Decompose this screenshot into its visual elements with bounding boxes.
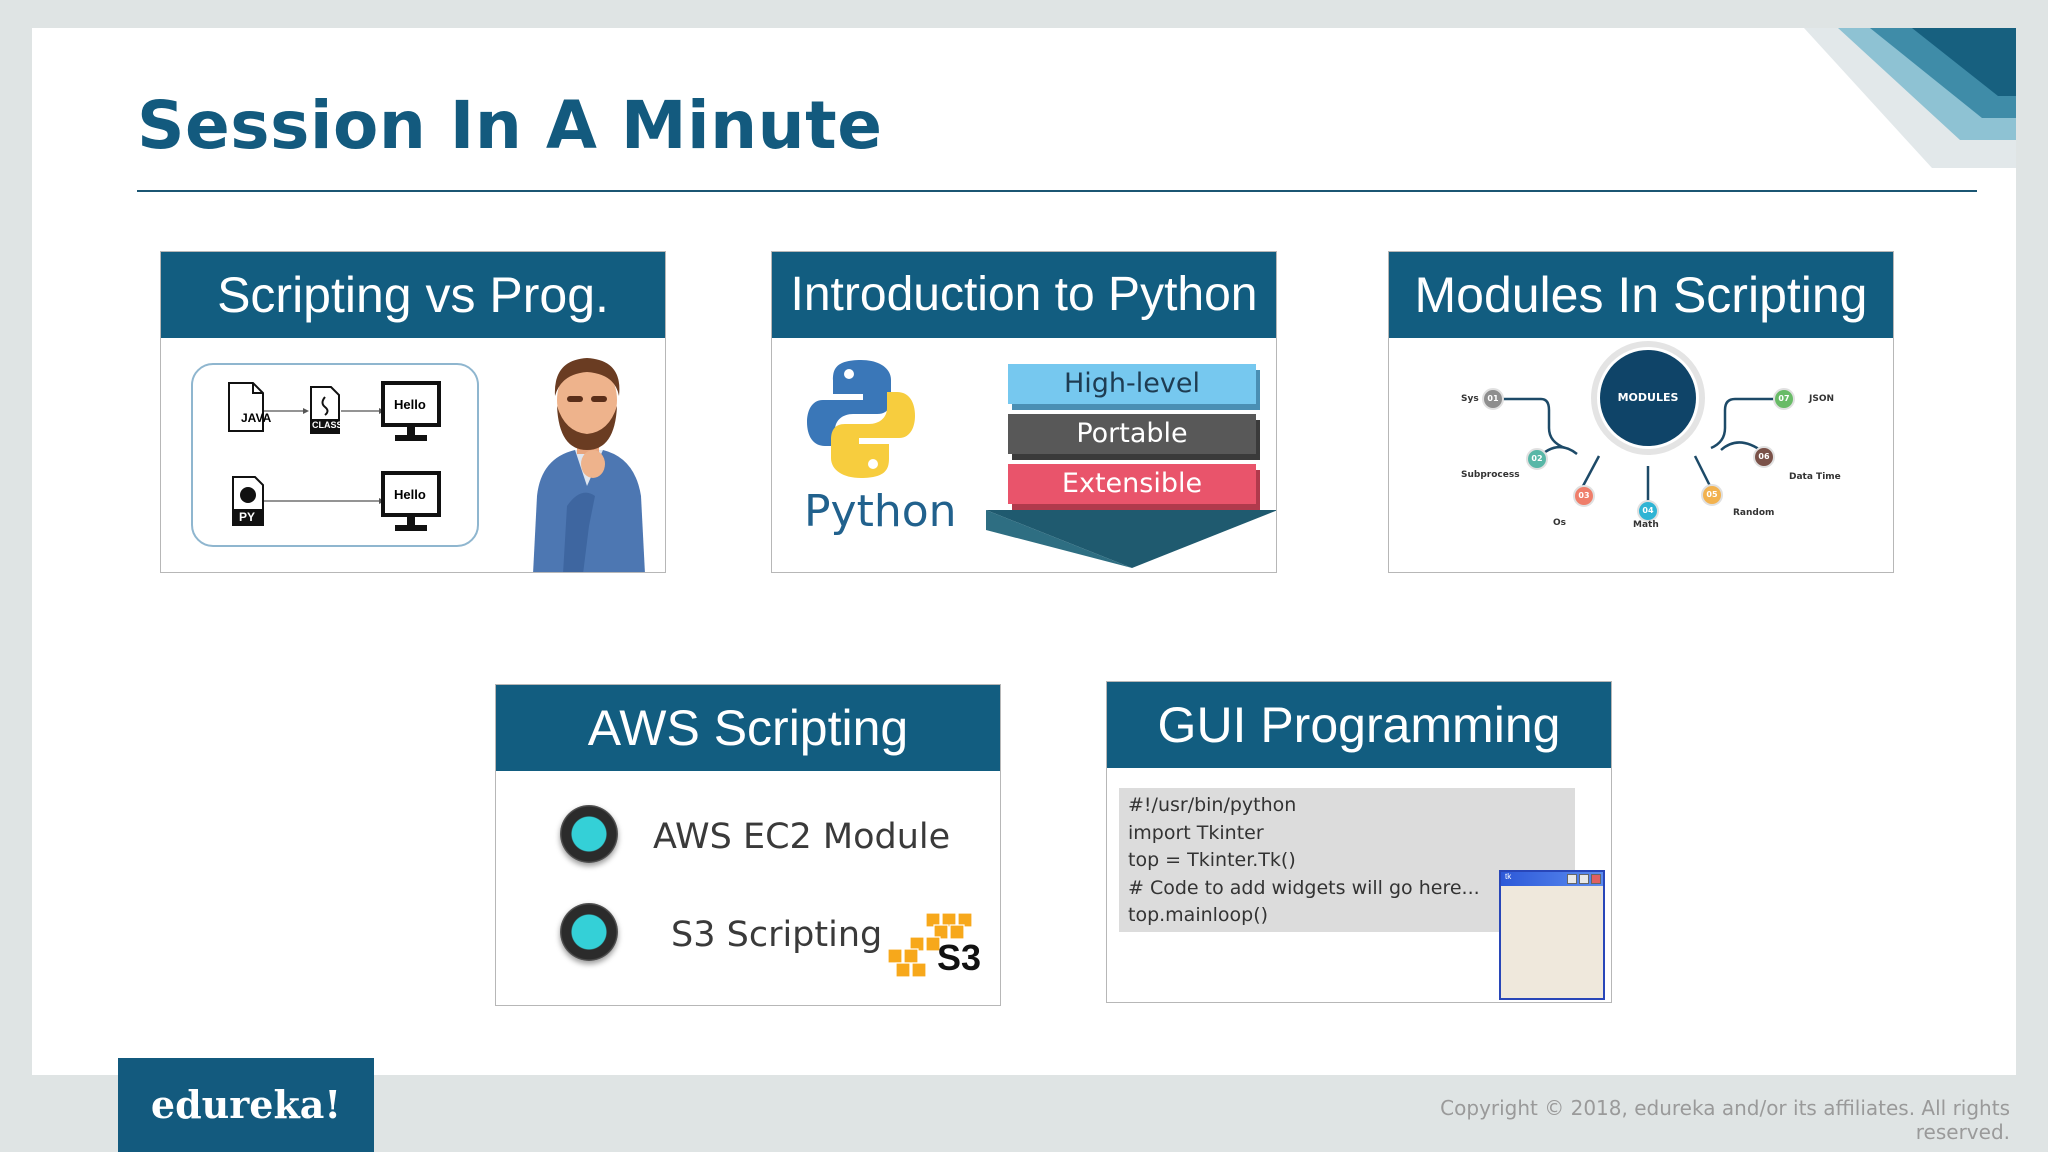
class-file-label: CLASS <box>312 420 343 430</box>
layer-high-level: High-level <box>1008 364 1256 404</box>
aws-item-ec2: AWS EC2 Module <box>653 817 951 857</box>
compile-flow-box: JAVA CLASS <box>191 363 479 547</box>
java-file-icon: JAVA <box>227 381 271 438</box>
tkinter-window-illustration: tk <box>1499 870 1605 1000</box>
module-num: 05 <box>1706 490 1718 499</box>
module-num: 03 <box>1578 491 1590 500</box>
monitor-icon-top: Hello <box>381 381 441 450</box>
code-line: import Tkinter <box>1128 821 1264 844</box>
code-line: top = Tkinter.Tk() <box>1128 849 1296 871</box>
py-file-label: PY <box>239 510 256 524</box>
page-title: Session In A Minute <box>137 87 883 164</box>
card-intro-python: Introduction to Python Python High-level… <box>771 251 1277 573</box>
edureka-logo: edureka! <box>118 1058 374 1152</box>
module-num: 06 <box>1758 452 1770 461</box>
layer-portable: Portable <box>1008 414 1256 454</box>
module-node-04: 04 <box>1637 500 1659 522</box>
module-label-random: Random <box>1733 508 1775 518</box>
minimize-icon <box>1567 874 1577 884</box>
layer-label: High-level <box>1063 368 1200 399</box>
title-divider <box>137 190 1977 192</box>
s3-cubes-icon <box>888 912 973 978</box>
module-label-json: JSON <box>1809 394 1835 404</box>
code-line: # Code to add widgets will go here... <box>1128 876 1480 899</box>
class-file-icon: CLASS <box>309 385 343 440</box>
slide: Session In A Minute Scripting vs Prog. <box>32 28 2016 1075</box>
bullet-icon <box>560 805 618 863</box>
monitor-icon-bottom: Hello <box>381 471 441 540</box>
thinking-man-illustration <box>533 358 645 572</box>
modules-center-label: MODULES <box>1617 391 1679 404</box>
s3-logo-text: S3 <box>937 937 982 978</box>
java-file-label: JAVA <box>241 411 272 425</box>
module-label-data-time: Data Time <box>1789 472 1841 482</box>
module-label-subprocess: Subprocess <box>1461 470 1520 480</box>
card-aws-scripting: AWS Scripting AWS EC2 Module S3 Scriptin… <box>495 684 1001 1006</box>
card-title: Scripting vs Prog. <box>161 252 665 338</box>
card-scripting-vs-prog: Scripting vs Prog. JAVA <box>160 251 666 573</box>
card-gui-programming: GUI Programming #!/usr/bin/python import… <box>1106 681 1612 1003</box>
module-label-sys: Sys <box>1461 394 1479 404</box>
window-titlebar: tk <box>1501 872 1603 886</box>
module-num: 01 <box>1487 394 1499 403</box>
monitor-output-top: Hello <box>394 397 426 412</box>
python-logo-icon <box>807 360 915 478</box>
module-label-math: Math <box>1633 520 1659 530</box>
layer-extensible: Extensible <box>1008 464 1256 504</box>
module-node-01: 01 <box>1482 388 1504 410</box>
corner-decoration <box>1804 28 2016 168</box>
module-node-06: 06 <box>1753 446 1775 468</box>
card-title: Modules In Scripting <box>1389 252 1893 338</box>
card-title: Introduction to Python <box>772 252 1276 338</box>
python-file-icon: PY <box>231 475 265 532</box>
card-modules: Modules In Scripting MODULES 01 02 03 <box>1388 251 1894 573</box>
stack-arrow-shape <box>986 510 1276 568</box>
module-node-05: 05 <box>1701 484 1723 506</box>
layer-label: Extensible <box>1061 468 1203 499</box>
window-title: tk <box>1505 872 1512 881</box>
python-wordmark: Python <box>804 486 957 537</box>
aws-item-s3: S3 Scripting <box>671 915 883 955</box>
module-label-os: Os <box>1553 518 1567 528</box>
module-node-03: 03 <box>1573 485 1595 507</box>
copyright-text: Copyright © 2018, edureka and/or its aff… <box>1440 1096 2010 1144</box>
close-icon <box>1591 874 1601 884</box>
module-num: 07 <box>1778 394 1790 403</box>
card-title: AWS Scripting <box>496 685 1000 771</box>
maximize-icon <box>1579 874 1589 884</box>
module-node-02: 02 <box>1526 448 1548 470</box>
code-line: #!/usr/bin/python <box>1128 794 1297 816</box>
layer-label: Portable <box>1076 418 1188 449</box>
module-num: 02 <box>1531 454 1543 463</box>
module-node-07: 07 <box>1773 388 1795 410</box>
code-line: top.mainloop() <box>1128 904 1269 926</box>
bullet-icon <box>560 903 618 961</box>
modules-diagram <box>1493 341 1775 501</box>
card-title: GUI Programming <box>1107 682 1611 768</box>
module-num: 04 <box>1642 506 1654 515</box>
monitor-output-bottom: Hello <box>394 487 426 502</box>
